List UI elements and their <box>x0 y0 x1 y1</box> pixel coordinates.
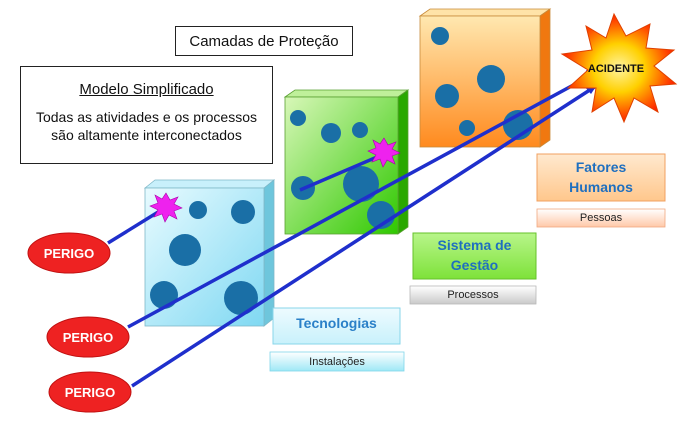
hole <box>459 120 475 136</box>
layer-human-factors-slab <box>418 8 552 148</box>
hole <box>343 166 379 202</box>
people-tag-bg <box>536 208 666 228</box>
hazard-ellipse <box>27 232 111 274</box>
management-label-line-2: Gestão <box>450 257 499 273</box>
technology-label-box <box>272 307 401 345</box>
hole <box>431 27 449 45</box>
installations-tag: Instalações <box>309 355 365 368</box>
hole <box>352 122 368 138</box>
hole <box>189 201 207 219</box>
processes-tag: Processos <box>447 289 499 301</box>
model-description-box: Modelo Simplificado Todas as atividades … <box>20 66 273 164</box>
breach-star <box>367 137 401 168</box>
trajectory-arrow <box>131 84 597 388</box>
human-factors-label-box <box>536 153 666 202</box>
installations-tag-bg <box>269 351 405 372</box>
model-heading: Modelo Simplificado <box>79 81 214 98</box>
hazard-ellipse <box>48 371 132 413</box>
diagram-title: Camadas de Proteção <box>175 26 353 56</box>
model-text: Todas as atividades e os processos são a… <box>21 108 272 144</box>
hole <box>224 281 258 315</box>
trajectory-arrow <box>107 207 164 245</box>
trajectory-arrow <box>127 74 591 329</box>
hazard-ellipse <box>46 316 130 358</box>
hole <box>321 123 341 143</box>
hole <box>150 281 178 309</box>
hole <box>290 110 306 126</box>
layer-management-slab <box>283 89 410 235</box>
human-factors-label-line-1: Fatores <box>575 159 627 175</box>
accident-burst-icon <box>560 12 678 124</box>
hazard-label-2: PERIGO <box>62 329 114 345</box>
hole <box>435 84 459 108</box>
human-factors-label-line-2: Humanos <box>569 179 633 195</box>
processes-tag-bg <box>409 285 537 305</box>
management-label-line-1: Sistema de <box>437 237 512 253</box>
hole <box>231 200 255 224</box>
model-text-line-1: Todas as atividades e os processos <box>35 109 257 125</box>
trajectory-arrow <box>299 152 385 192</box>
hazard-label-1: PERIGO <box>43 245 95 261</box>
technology-label: Tecnologias <box>296 315 377 331</box>
hole <box>169 234 201 266</box>
breach-star <box>149 192 183 223</box>
people-tag: Pessoas <box>579 212 623 224</box>
model-text-line-2: são altamente interconectados <box>51 127 242 143</box>
hazard-trajectories <box>107 74 597 388</box>
hazard-label-3: PERIGO <box>64 384 116 400</box>
management-label-box <box>412 232 537 280</box>
accident-label: ACIDENTE <box>587 63 645 75</box>
hole <box>477 65 505 93</box>
